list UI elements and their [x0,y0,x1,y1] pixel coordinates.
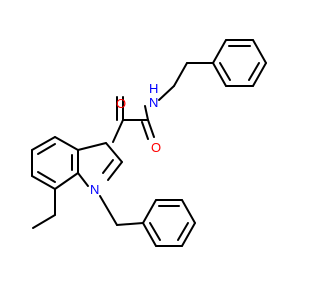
benzyl-c-ring-bond [116,222,144,226]
phenyl-ring-top [212,39,267,87]
oxalyl-unit [112,96,155,143]
structure-drawing: N H O O N [0,0,300,300]
amide-oxygen-label: O [151,140,161,155]
n-c-bond [144,105,149,121]
amide-nitrogen-label: N [149,95,158,110]
ethyl-group [32,188,56,229]
indole-nitrogen-label: N [90,182,99,197]
phenyl-ring-bottom [142,199,196,247]
ketone-oxygen-label: O [116,96,126,111]
molecule-canvas: N H O O N [0,0,300,300]
background [0,0,300,300]
benzyl-ch2-bond [99,195,118,226]
amide-hydrogen-label: H [149,81,158,96]
indole-pyrrole-ring [77,142,123,187]
ethyl-linker [158,62,214,101]
indole-benzene-ring [31,136,79,190]
